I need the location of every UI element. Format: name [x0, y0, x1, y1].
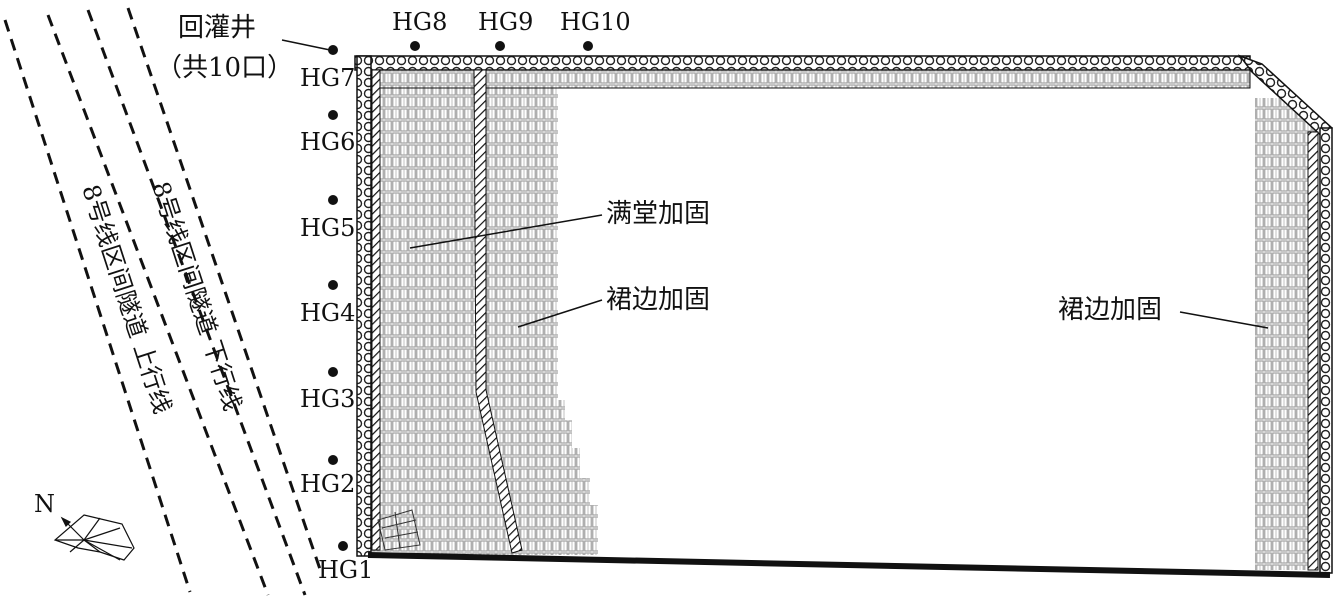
well-label-hg9: HG9 — [478, 8, 533, 36]
well-label-hg8: HG8 — [392, 8, 447, 36]
well-hg6-dot — [328, 110, 338, 120]
well-hg3-dot — [328, 367, 338, 377]
bottom-wall — [367, 552, 1331, 578]
well-label-hg6: HG6 — [300, 128, 355, 156]
well-label-hg7: HG7 — [300, 64, 355, 92]
well-hg9-dot — [495, 41, 505, 51]
skirt-reinforcement-right-leader — [1179, 311, 1269, 329]
well-label-hg2: HG2 — [300, 470, 355, 498]
well-hg7-dot — [328, 45, 338, 55]
tunnel-line-3 — [86, 9, 307, 596]
full-reinforcement-leader — [409, 214, 603, 249]
skirt-reinforcement-right-label: 裙边加固 — [1058, 295, 1162, 325]
well-hg8-dot — [410, 41, 420, 51]
well-hg1-dot — [338, 541, 348, 551]
well-hg5-dot — [328, 195, 338, 205]
well-label-hg1: HG1 — [318, 556, 373, 584]
well-hg2-dot — [328, 455, 338, 465]
skirt-reinforcement-zone-left — [478, 68, 598, 555]
well-hg4-dot — [328, 280, 338, 290]
tunnel-line-2 — [46, 14, 270, 596]
full-reinforcement-zone — [372, 68, 478, 555]
full-reinforcement-label: 满堂加固 — [606, 199, 710, 229]
injection-wells-count-label: （共10口） — [156, 53, 293, 83]
tunnel-line-1 — [3, 19, 192, 593]
skirt-reinforcement-left-leader — [517, 299, 603, 328]
skirt-reinforcement-zone-right — [1255, 98, 1318, 570]
corner-detail — [377, 509, 421, 551]
well-label-hg5: HG5 — [300, 214, 355, 242]
well-hg10-dot — [583, 41, 593, 51]
north-compass-icon — [53, 514, 135, 561]
injection-wells-leader — [281, 39, 331, 51]
retaining-wall — [354, 54, 1333, 574]
well-label-hg10: HG10 — [560, 8, 631, 36]
well-label-hg4: HG4 — [300, 299, 355, 327]
compass-north-label: N — [34, 490, 55, 518]
tunnel-lines — [3, 7, 324, 596]
tunnel-line-4 — [126, 7, 324, 576]
injection-wells — [328, 41, 593, 551]
well-label-hg3: HG3 — [300, 385, 355, 413]
skirt-reinforcement-left-label: 裙边加固 — [606, 285, 710, 315]
diaphragm-wall — [371, 69, 1319, 571]
injection-wells-label: 回灌井 — [178, 13, 256, 43]
